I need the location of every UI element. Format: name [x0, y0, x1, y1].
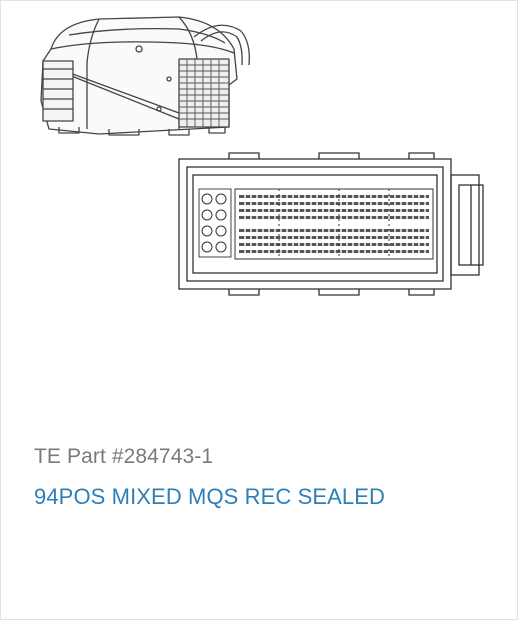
product-name-link[interactable]: 94POS MIXED MQS REC SEALED	[34, 484, 386, 509]
connector-drawing-icon[interactable]	[29, 9, 509, 309]
part-number: TE Part #284743-1	[34, 445, 214, 468]
